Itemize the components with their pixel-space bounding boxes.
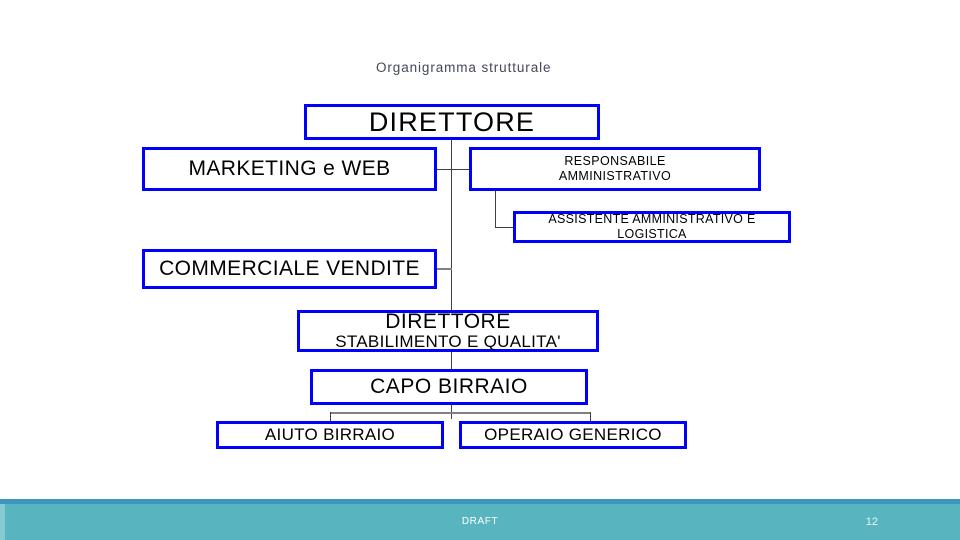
org-node-aiuto-birraio[interactable]: AIUTO BIRRAIO: [216, 421, 444, 449]
connector-drop-assistente-vertical: [495, 191, 496, 227]
org-node-responsabile-amministrativo-label-line2: AMMINISTRATIVO: [558, 169, 672, 183]
connector-bracket-left-drop: [330, 412, 331, 422]
footer-top-rule: [0, 499, 960, 504]
connector-stub-commerciale: [437, 268, 452, 270]
org-node-direttore[interactable]: DIRETTORE: [304, 104, 600, 140]
connector-drop-assistente-horizontal: [495, 227, 514, 228]
org-node-assistente-label-line1: ASSISTENTE AMMINISTRATIVO E: [548, 212, 756, 226]
org-node-assistente-label-line2: LOGISTICA: [617, 227, 687, 241]
org-node-capo-birraio[interactable]: CAPO BIRRAIO: [310, 369, 588, 405]
connector-bracket-right-drop: [590, 412, 591, 422]
org-node-commerciale-vendite-label: COMMERCIALE VENDITE: [159, 256, 420, 280]
org-node-direttore-stabilimento-qualita[interactable]: DIRETTORE STABILIMENTO E QUALITA': [297, 310, 599, 352]
org-node-commerciale-vendite[interactable]: COMMERCIALE VENDITE: [142, 249, 437, 289]
org-node-aiuto-birraio-label: AIUTO BIRRAIO: [264, 424, 396, 444]
connector-stub-responsabile: [451, 169, 470, 170]
org-node-marketing-e-web[interactable]: MARKETING e WEB: [142, 147, 437, 191]
footer-draft-label: DRAFT: [461, 516, 499, 527]
org-node-operaio-generico[interactable]: OPERAIO GENERICO: [459, 421, 687, 449]
org-node-capo-birraio-label: CAPO BIRRAIO: [370, 374, 528, 398]
org-node-direttore-stabilimento-label-line2: STABILIMENTO E QUALITA': [335, 332, 561, 352]
footer-left-accent: [0, 504, 5, 540]
org-node-operaio-generico-label: OPERAIO GENERICO: [484, 424, 662, 444]
connector-stub-marketing: [437, 169, 452, 170]
connector-trunk-direttore: [451, 140, 452, 310]
org-node-responsabile-amministrativo-label-line1: RESPONSABILE: [564, 153, 666, 168]
connector-trunk-capo-birraio: [451, 352, 452, 369]
org-node-assistente-amministrativo-logistica[interactable]: ASSISTENTE AMMINISTRATIVO E LOGISTICA: [513, 211, 791, 243]
slide-footer-bar: DRAFT 12: [0, 499, 960, 540]
footer-page-number: 12: [865, 516, 878, 528]
org-node-direttore-stabilimento-label-line1: DIRETTORE: [385, 309, 511, 333]
org-node-direttore-label: DIRETTORE: [368, 106, 536, 137]
page-title: Organigramma strutturale: [376, 60, 552, 75]
org-node-marketing-e-web-label: MARKETING e WEB: [188, 156, 391, 180]
connector-bracket-horizontal: [330, 412, 591, 414]
org-node-responsabile-amministrativo[interactable]: RESPONSABILE AMMINISTRATIVO: [469, 147, 761, 191]
